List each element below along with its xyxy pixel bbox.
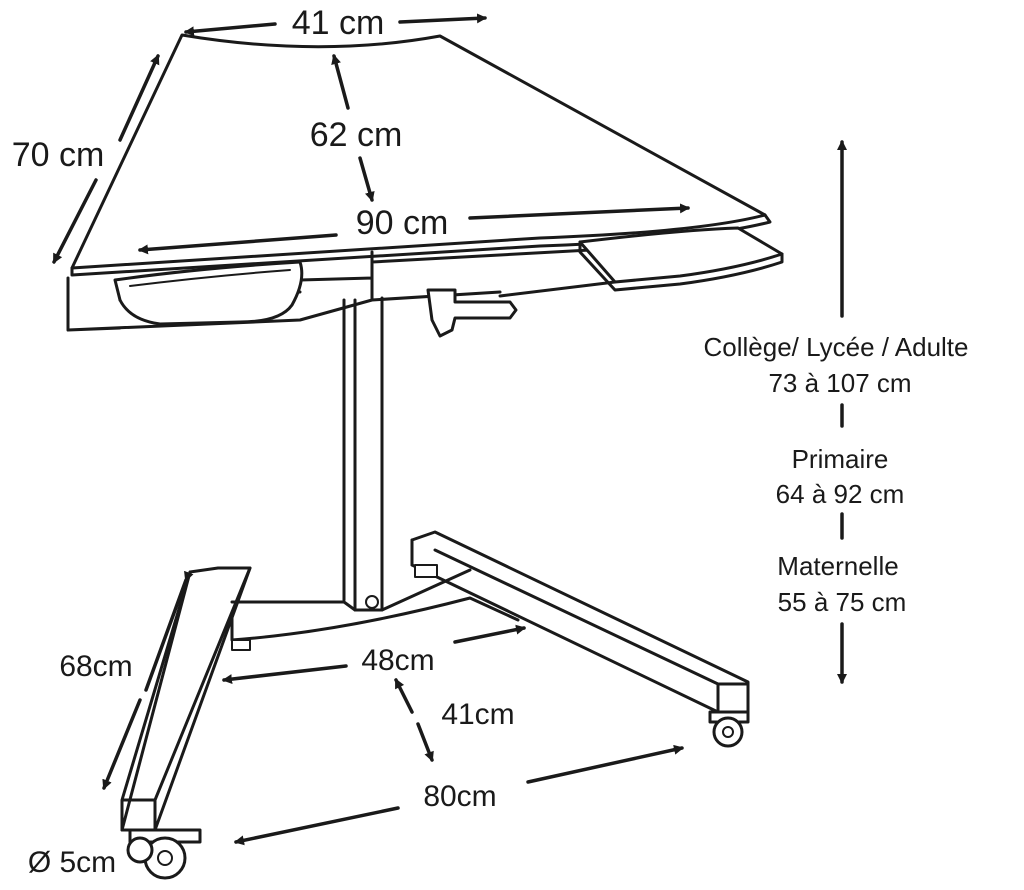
arrow-top-side-up <box>118 54 160 142</box>
left-tray <box>113 260 304 326</box>
arrow-base-rear-right <box>453 624 526 644</box>
arrow-top-depth-down <box>358 156 375 202</box>
arrow-left-leg-top <box>144 570 194 692</box>
label-top-side: 70 cm <box>12 136 105 174</box>
arrow-top-back-left <box>184 22 277 37</box>
dimension-arrows <box>52 13 847 846</box>
caster-right <box>708 710 750 748</box>
right-shelf <box>578 226 784 284</box>
label-base-rear-width: 48cm <box>361 644 434 677</box>
caster-mid <box>231 639 251 651</box>
label-height-range-2: 64 à 92 cm <box>776 479 905 509</box>
label-height-range-1: 73 à 107 cm <box>768 368 911 398</box>
arrow-top-back-right <box>398 13 487 24</box>
base-rear-leg <box>410 530 750 714</box>
height-knob <box>426 288 518 338</box>
arrow-base-front-right <box>526 744 684 784</box>
label-height-range-3: 55 à 75 cm <box>778 587 907 617</box>
arrow-left-leg-bottom <box>102 698 142 790</box>
label-height-level-2: Primaire <box>792 444 889 474</box>
arrow-base-front-left <box>234 806 400 846</box>
arrow-base-depth-up <box>394 678 414 714</box>
label-height-level-3: Maternelle <box>777 551 898 581</box>
column-bolt <box>365 595 379 609</box>
arrow-base-rear-left <box>222 664 348 685</box>
label-base-left-leg: 68cm <box>59 650 132 683</box>
arrow-top-side-down <box>52 178 98 264</box>
dimension-labels: 41 cm 62 cm 70 cm 90 cm Collège/ Lycée /… <box>12 4 969 879</box>
label-base-front-width: 80cm <box>423 780 496 813</box>
label-top-depth: 62 cm <box>310 116 403 154</box>
label-top-front-width: 90 cm <box>356 204 449 242</box>
arrow-top-front-left <box>138 233 338 255</box>
base-left-leg <box>120 566 252 832</box>
column <box>342 296 384 612</box>
caster-rear <box>414 564 438 578</box>
table-illustration <box>66 33 784 880</box>
base-connector <box>230 568 520 642</box>
label-caster-diameter: Ø 5cm <box>28 846 116 879</box>
arrow-top-depth-up <box>331 54 350 110</box>
label-base-depth: 41cm <box>441 698 514 731</box>
arrow-top-front-right <box>468 203 690 220</box>
label-top-back-width: 41 cm <box>292 4 385 42</box>
label-height-level-1: Collège/ Lycée / Adulte <box>704 332 969 362</box>
arrow-base-depth-down <box>416 722 434 762</box>
caster-left <box>126 828 202 880</box>
